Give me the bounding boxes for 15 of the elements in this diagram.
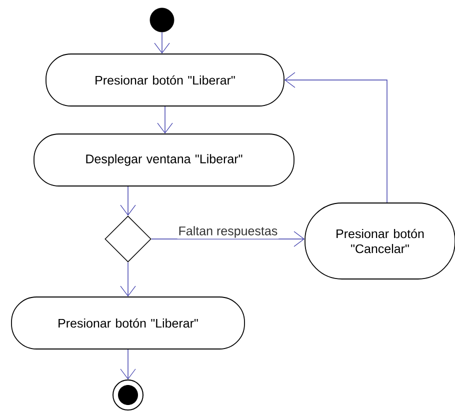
arrow: [120, 186, 136, 216]
arrow: [120, 349, 136, 380]
decision-diamond: [104, 216, 152, 262]
activity-box: Presionar botón "Liberar": [11, 296, 245, 350]
arrow: [154, 32, 170, 54]
activity-box: Presionar botón "Cancelar": [304, 202, 455, 280]
arrow: [120, 262, 136, 297]
arrow: [157, 106, 173, 134]
edge-label: Faltan respuestas: [177, 225, 279, 239]
end-node: [112, 380, 144, 410]
activity-box: Presionar botón "Liberar": [46, 54, 284, 106]
arrow: [151, 231, 305, 247]
start-node: [150, 8, 174, 32]
arrow: [284, 72, 388, 203]
activity-box: Desplegar ventana "Liberar": [34, 134, 294, 186]
